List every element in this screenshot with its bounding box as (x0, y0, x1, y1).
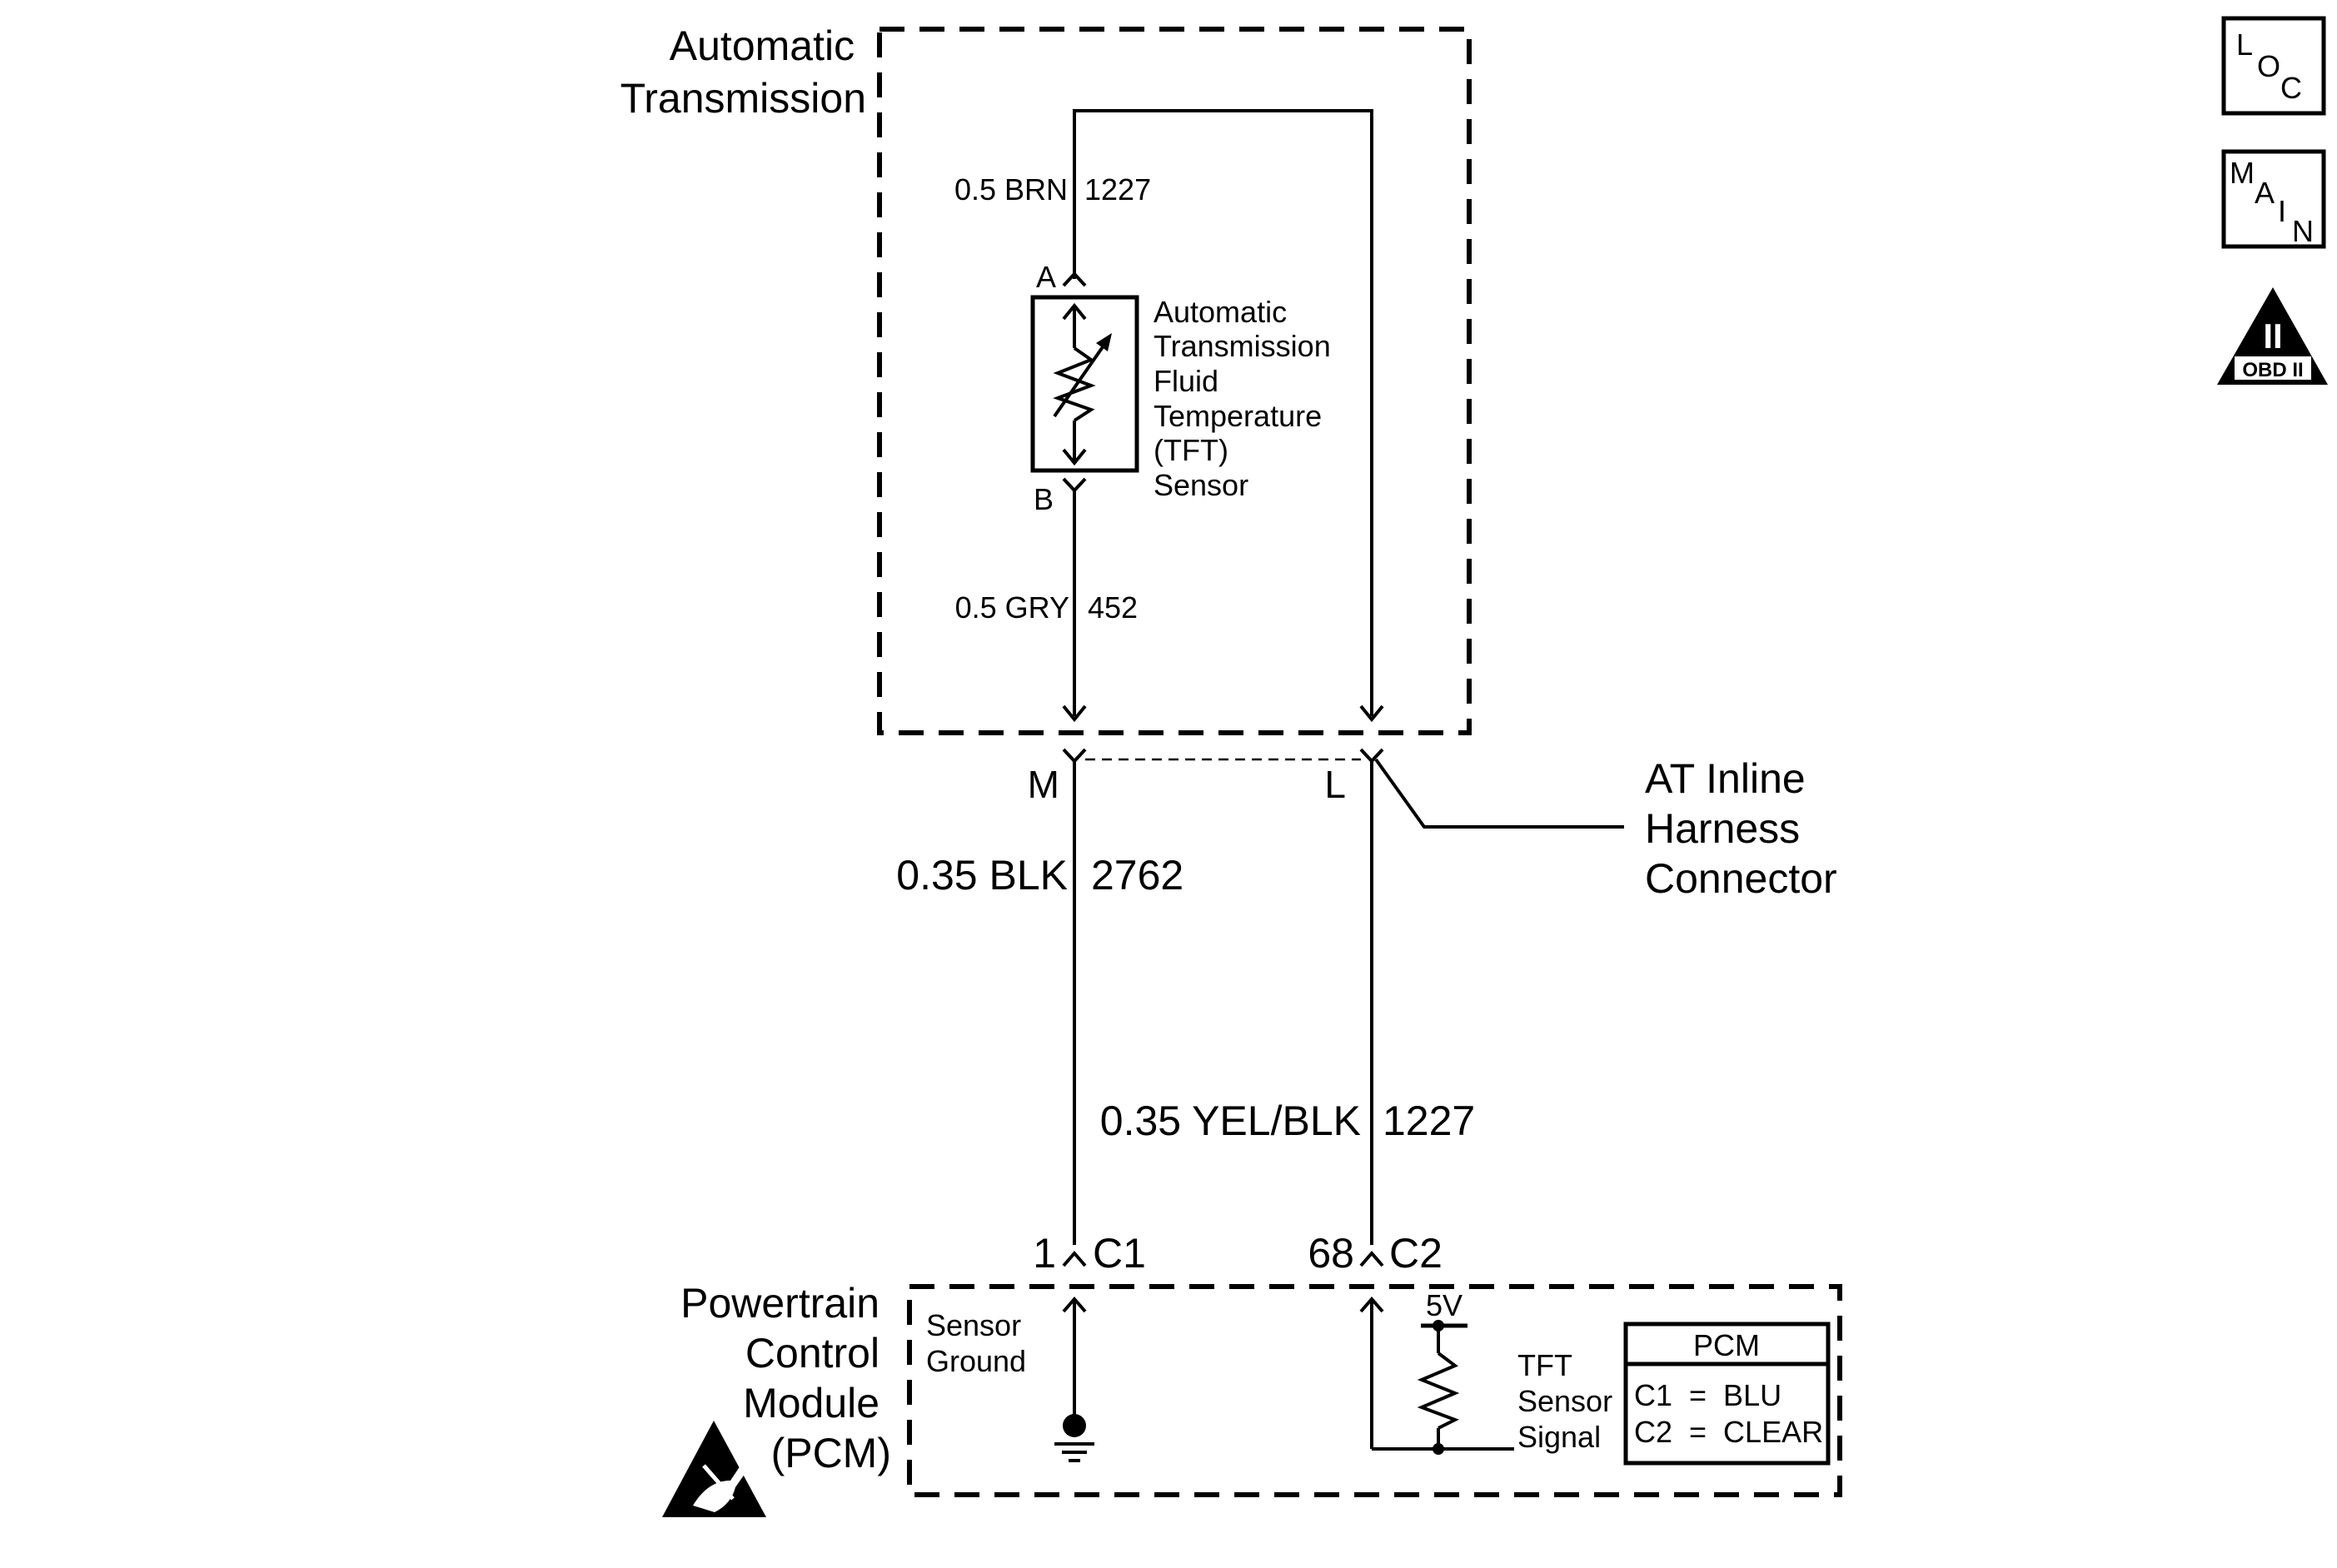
sensor-ground-label: Sensor Ground (926, 1308, 1029, 1378)
svg-text:M: M (2230, 156, 2255, 190)
ground-icon (1054, 1442, 1094, 1462)
legend-row-c1: C1 = BLU (1634, 1378, 1781, 1412)
svg-text:O: O (2257, 49, 2280, 83)
inline-connector-label[interactable]: AT Inline Harness Connector (1645, 755, 1837, 902)
pullup-resistor-zigzag (1417, 1351, 1460, 1430)
inline-arrow-l (1359, 704, 1384, 723)
wire-yel-color-label: 0.35 YEL/BLK (1100, 1098, 1361, 1144)
automatic-transmission-label: Automatic Transmission (620, 22, 866, 122)
pin-a-label: A (1036, 260, 1056, 294)
sensor-up-arrow (1062, 302, 1087, 321)
wire-yel-circuit-label: 1227 (1383, 1098, 1475, 1144)
pin-b-chevron (1062, 477, 1087, 493)
inline-pin-m-label: M (1028, 763, 1059, 806)
inline-chevron-m (1062, 748, 1087, 764)
pcm-c1-pin-label: 1 (1033, 1230, 1056, 1277)
svg-text:II: II (2263, 316, 2282, 356)
ground-node (1063, 1414, 1086, 1437)
pcm-label[interactable]: Powertrain Control Module (PCM) (680, 1280, 891, 1476)
inline-chevron-l (1359, 748, 1384, 764)
five-volt-label: 5V (1426, 1288, 1462, 1322)
svg-text:L: L (2236, 27, 2253, 62)
inline-arrow-m (1062, 704, 1087, 723)
svg-text:N: N (2292, 214, 2314, 248)
tft-signal-label: TFT Sensor Signal (1517, 1348, 1621, 1454)
pin-b-label: B (1034, 482, 1054, 516)
pcm-connector-legend: PCM C1 = BLU C2 = CLEAR (1623, 1322, 1831, 1466)
svg-text:A: A (2255, 176, 2275, 210)
pcm-c2-name-label: C2 (1389, 1230, 1443, 1277)
tft-sensor-body[interactable] (1030, 295, 1139, 473)
inline-connector-leader (1374, 758, 1624, 829)
pcm-c1-name-label: C1 (1093, 1230, 1146, 1277)
svg-text:OBD II: OBD II (2242, 359, 2303, 381)
pin-a-chevron (1062, 271, 1087, 287)
loc-button[interactable]: L O C (2221, 16, 2326, 116)
tft-sensor-label: Automatic Transmission Fluid Temperature… (1154, 295, 1339, 502)
automatic-transmission-boundary (877, 27, 1472, 735)
svg-text:C: C (2280, 71, 2302, 105)
svg-text:I: I (2278, 194, 2286, 228)
ground-arrow-head (1062, 1296, 1087, 1313)
main-button[interactable]: M A I N (2221, 149, 2326, 249)
wire-gry-circuit-label: 452 (1088, 590, 1138, 625)
pcm-c1-chevron (1062, 1250, 1087, 1267)
signal-arrow-head (1359, 1296, 1384, 1313)
wire-blk-color-label: 0.35 BLK (896, 852, 1068, 898)
wire-brn-1227-loop (1073, 109, 1373, 716)
wire-blk-circuit-label: 2762 (1091, 852, 1183, 898)
wire-brn-circuit-label: 1227 (1084, 172, 1151, 207)
pcm-c2-chevron (1359, 1250, 1384, 1267)
pcm-c2-pin-label: 68 (1308, 1230, 1354, 1277)
thermistor-zigzag (1053, 346, 1096, 422)
legend-header: PCM (1693, 1328, 1760, 1362)
thermistor-variable-arrow (1053, 338, 1109, 418)
inline-pin-l-label: L (1324, 763, 1346, 806)
wire-gry-color-label: 0.5 GRY (955, 590, 1069, 625)
wire-brn-color-label: 0.5 BRN (954, 172, 1068, 207)
pcm-boundary (907, 1284, 1842, 1497)
obd-ii-icon[interactable]: II OBD II (2217, 287, 2328, 385)
sensor-down-arrow (1062, 448, 1087, 466)
esd-warning-icon (662, 1421, 766, 1517)
legend-row-c2: C2 = CLEAR (1634, 1415, 1823, 1449)
